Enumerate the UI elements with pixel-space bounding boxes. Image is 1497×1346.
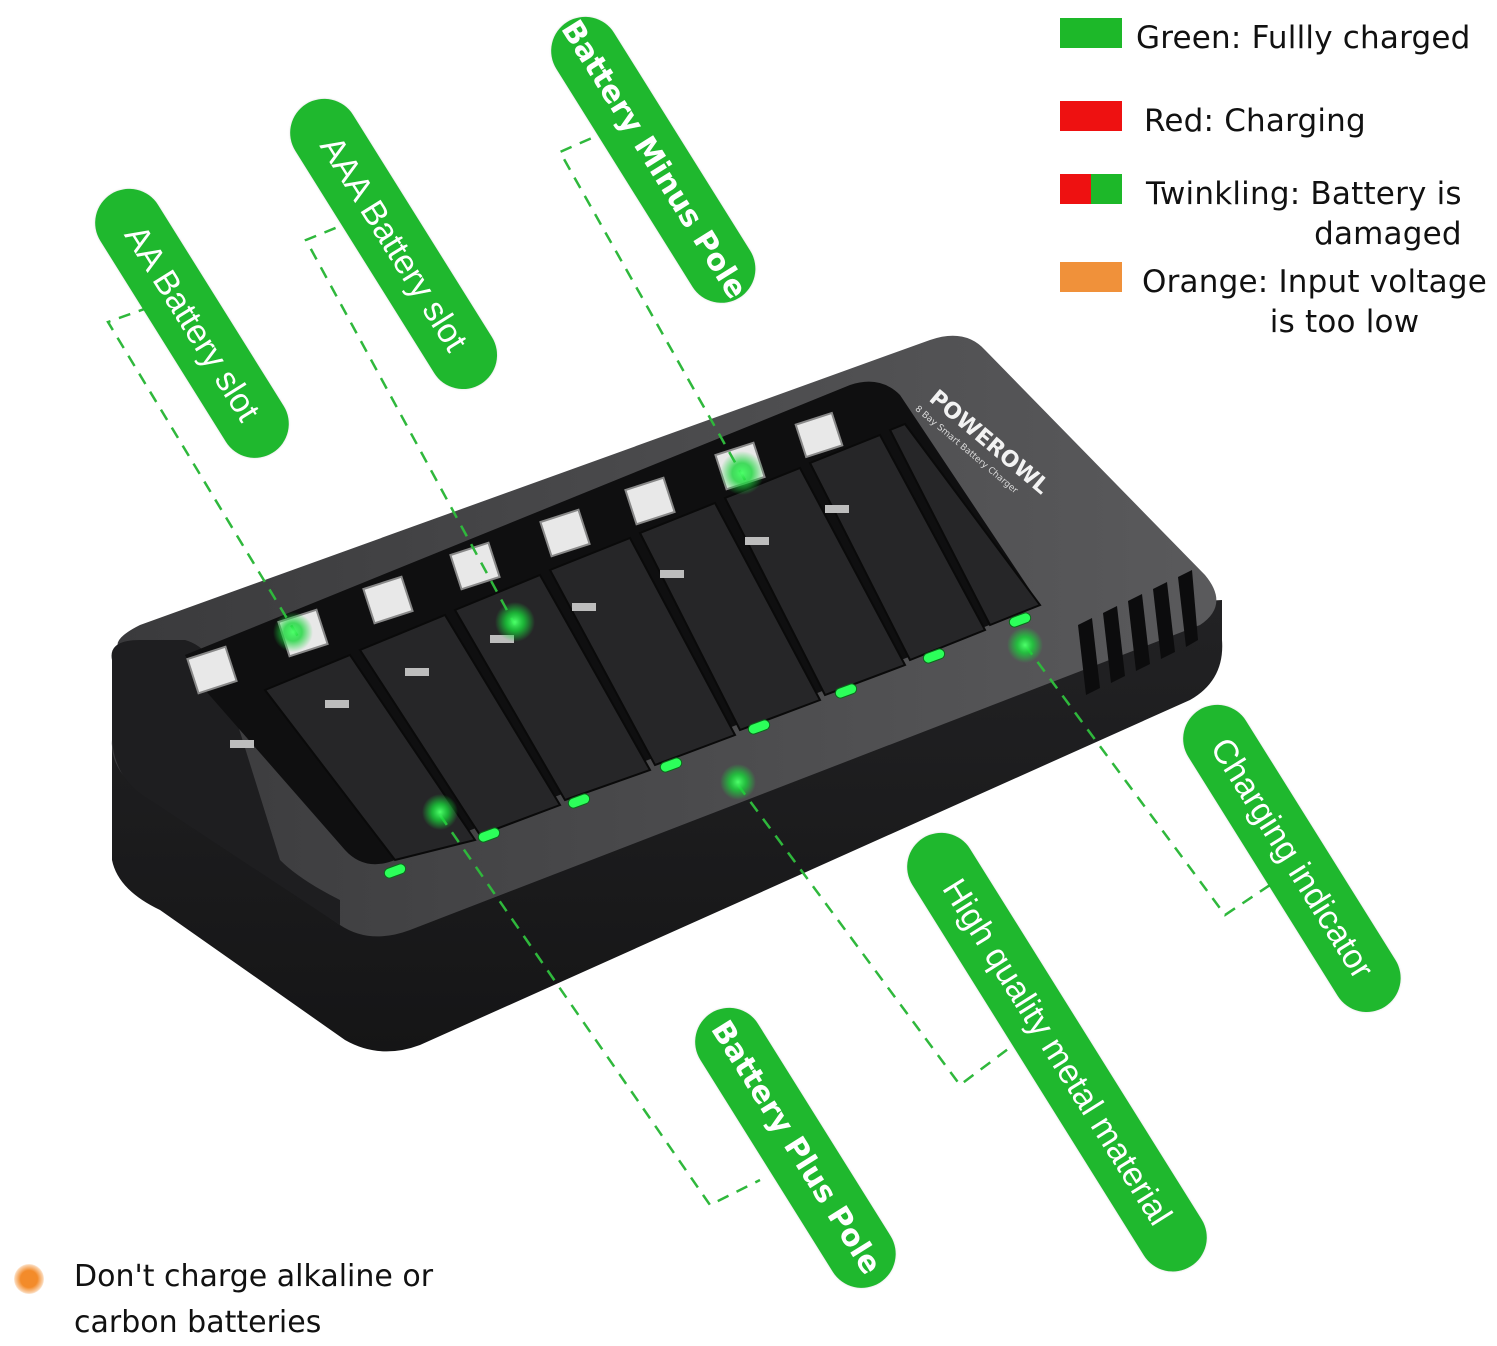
legend-label: Orange: Input voltage	[1142, 264, 1487, 300]
legend-label: Green: Fullly charged	[1136, 20, 1471, 56]
green-swatch	[1060, 18, 1122, 48]
legend-label-cont: is too low	[1269, 304, 1420, 340]
warning-line-2: carbon batteries	[74, 1305, 322, 1340]
legend-item-fully-charged: Green: Fullly charged	[1060, 18, 1471, 58]
legend-item-low-voltage: Orange: Input voltage is too low	[1060, 262, 1487, 342]
legend-label: Red: Charging	[1144, 103, 1366, 139]
orange-swatch	[1060, 262, 1122, 292]
red-green-swatch	[1060, 174, 1122, 204]
legend-item-charging: Red: Charging	[1060, 101, 1366, 141]
legend-label-cont: damaged	[1314, 216, 1462, 252]
warning-note: Don't charge alkaline or carbon batterie…	[74, 1254, 433, 1346]
red-swatch	[1060, 101, 1122, 131]
legend-item-twinkling: Twinkling: Battery is damaged	[1060, 174, 1462, 254]
warning-line-1: Don't charge alkaline or	[74, 1259, 434, 1294]
warning-bullet-icon	[14, 1264, 44, 1294]
legend-label: Twinkling: Battery is	[1146, 176, 1462, 212]
